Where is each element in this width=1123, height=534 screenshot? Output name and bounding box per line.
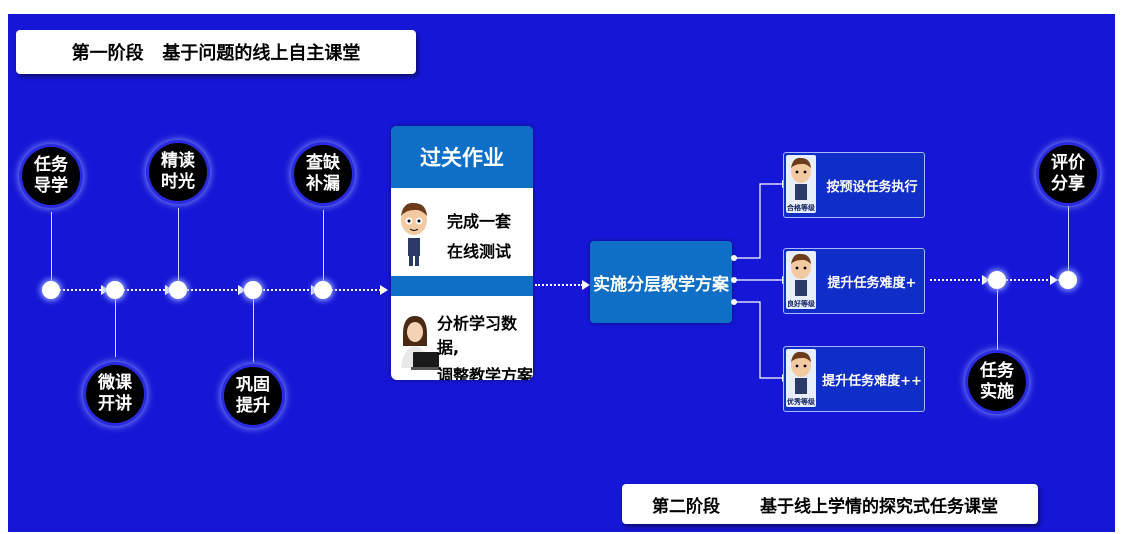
phase1-banner: 第一阶段 基于问题的线上自主课堂 [16, 30, 416, 74]
tier-label: 提升任务难度+ [827, 275, 917, 291]
homework-item-line: 完成一套 [447, 212, 512, 231]
branch-dot [731, 277, 737, 283]
step-bubble-close-reading: 精读 时光 [149, 143, 207, 201]
step-text: 分享 [1051, 174, 1085, 194]
phase2-banner: 第二阶段 基于线上学情的探究式任务课堂 [622, 484, 1038, 524]
connector-review [1068, 204, 1069, 280]
tier-tag: 优秀等级 [787, 398, 815, 406]
branch-connectors [734, 180, 788, 382]
scheme-label: 实施分层教学方案 [593, 274, 729, 295]
student-avatar-icon: 合格等级 [786, 155, 816, 213]
step-text: 补漏 [306, 174, 340, 194]
homework-title: 过关作业 [391, 126, 533, 188]
teacher-laptop-icon [401, 316, 441, 370]
tier-label: 按预设任务执行 [826, 179, 918, 195]
step-bubble-fill-gaps: 查缺 补漏 [294, 145, 352, 203]
timeline-node [988, 271, 1006, 289]
timeline-arrow-5 [380, 285, 388, 295]
diagram-canvas: 第一阶段 基于问题的线上自主课堂 任务 导学 精读 时光 查缺 补漏 微课 开讲… [8, 14, 1115, 532]
tier-label: 提升任务难度++ [822, 373, 922, 389]
homework-item-line: 分析学习数据, [437, 314, 518, 357]
homework-divider [391, 276, 533, 296]
branch-dot [731, 255, 737, 261]
step-text: 评价 [1051, 153, 1085, 173]
homework-item-test: 完成一套 在线测试 [447, 210, 511, 264]
timeline-phase1 [51, 289, 381, 291]
step-text: 开讲 [98, 394, 132, 414]
step-text: 巩固 [236, 375, 270, 395]
homework-item-line: 调整教学方案 [437, 366, 533, 380]
timeline-node [314, 281, 332, 299]
tier-card-excellent: 优秀等级 提升任务难度++ [783, 346, 925, 412]
step-text: 实施 [980, 382, 1014, 402]
timeline-arrow-7 [1050, 275, 1058, 285]
timeline-node [1059, 271, 1077, 289]
step-bubble-consolidate: 巩固 提升 [224, 367, 282, 425]
step-text: 任务 [34, 155, 68, 175]
step-bubble-micro-lecture: 微课 开讲 [86, 365, 144, 423]
homework-panel: 过关作业 完成一套 在线测试 分析学习数据, 调整教学方案 [391, 126, 533, 380]
tier-tag: 良好等级 [787, 300, 815, 308]
tier-tag: 合格等级 [787, 204, 815, 212]
timeline-node [106, 281, 124, 299]
homework-item-line: 在线测试 [447, 242, 512, 261]
student-cartoon-icon [401, 202, 427, 266]
step-bubble-task-implement: 任务 实施 [968, 353, 1026, 411]
tiered-scheme-box: 实施分层教学方案 [590, 241, 732, 323]
timeline-arrow-6 [982, 275, 990, 285]
connector-step1 [51, 212, 52, 290]
step-bubble-evaluate-share: 评价 分享 [1039, 145, 1097, 203]
student-avatar-icon: 良好等级 [786, 251, 816, 309]
connector-step2 [115, 290, 116, 357]
timeline-node [169, 281, 187, 299]
phase1-title: 第一阶段 基于问题的线上自主课堂 [71, 43, 361, 64]
step-bubble-task-guide: 任务 导学 [22, 147, 80, 205]
arrow-to-scheme [582, 280, 590, 290]
phase2-label: 第二阶段 [652, 496, 720, 517]
timeline-arrow-3 [238, 285, 246, 295]
tier-card-qualified: 合格等级 按预设任务执行 [783, 152, 925, 218]
branch-dot [731, 299, 737, 305]
connector-step4 [253, 290, 254, 362]
connector-step5 [323, 210, 324, 290]
step-text: 查缺 [306, 153, 340, 173]
step-text: 任务 [980, 361, 1014, 381]
homework-item-analysis: 分析学习数据, 调整教学方案 [437, 312, 533, 380]
step-text: 提升 [236, 396, 270, 416]
step-text: 时光 [161, 172, 195, 192]
phase2-title: 基于线上学情的探究式任务课堂 [760, 496, 998, 517]
connector-to-scheme [535, 284, 583, 286]
step-text: 导学 [34, 176, 68, 196]
tier-card-good: 良好等级 提升任务难度+ [783, 248, 925, 314]
student-avatar-icon: 优秀等级 [786, 349, 816, 407]
connector-task [997, 280, 998, 354]
timeline-node [42, 281, 60, 299]
timeline-arrow-1 [101, 285, 109, 295]
timeline-node [244, 281, 262, 299]
step-text: 精读 [161, 151, 195, 171]
connector-step3 [178, 208, 179, 290]
step-text: 微课 [98, 373, 132, 393]
